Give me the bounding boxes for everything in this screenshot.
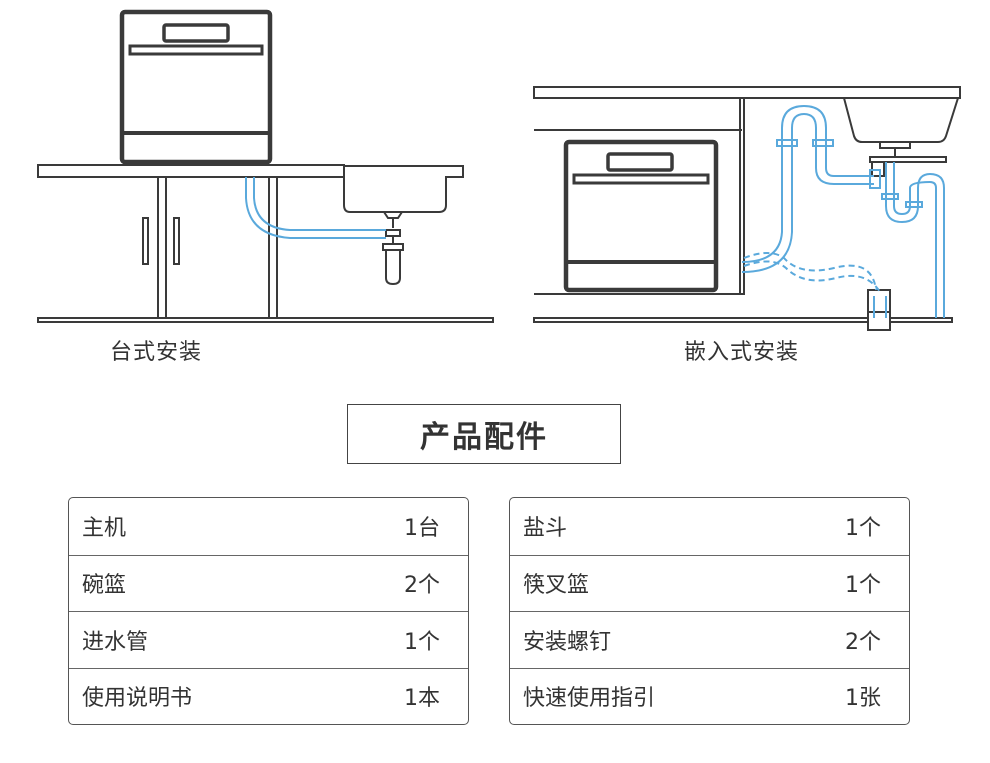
accessories-table-left: 主机 1台 碗篮 2个 进水管 1个 使用说明书 1本: [68, 497, 469, 725]
item-quantity: 2个: [845, 629, 881, 655]
item-quantity: 1张: [845, 686, 881, 712]
installation-diagram: [37, 9, 961, 331]
item-quantity: 1台: [404, 516, 440, 542]
item-name: 碗篮: [82, 573, 127, 599]
built-in-inlet-hose-dashed: [743, 252, 881, 293]
countertop-installation-caption: 台式安装: [110, 340, 203, 365]
item-name: 主机: [82, 516, 127, 542]
item-name: 使用说明书: [82, 686, 193, 712]
countertop-inlet-hose: [245, 177, 386, 239]
built-in-installation-caption: 嵌入式安装: [684, 340, 800, 365]
item-quantity: 1本: [404, 686, 440, 712]
item-name: 进水管: [82, 629, 149, 655]
table-row: 盐斗 1个: [510, 498, 909, 555]
table-row: 使用说明书 1本: [69, 667, 468, 725]
table-row: 碗篮 2个: [69, 554, 468, 612]
built-in-drain-hoses: [741, 104, 945, 318]
item-name: 盐斗: [523, 516, 568, 542]
table-row: 筷叉篮 1个: [510, 554, 909, 612]
table-row: 快速使用指引 1张: [510, 667, 909, 725]
item-quantity: 2个: [404, 573, 440, 599]
item-name: 筷叉篮: [523, 573, 590, 599]
item-quantity: 1个: [845, 516, 881, 542]
item-name: 安装螺钉: [523, 629, 612, 655]
table-row: 安装螺钉 2个: [510, 611, 909, 668]
accessories-table-right: 盐斗 1个 筷叉篮 1个 安装螺钉 2个 快速使用指引 1张: [509, 497, 910, 725]
table-row: 进水管 1个: [69, 611, 468, 668]
item-name: 快速使用指引: [523, 686, 656, 712]
section-title-accessories: 产品配件: [347, 404, 621, 464]
built-in-installation-illustration: [533, 86, 961, 331]
countertop-installation-illustration: [37, 9, 494, 323]
item-quantity: 1个: [404, 629, 440, 655]
table-row: 主机 1台: [69, 498, 468, 555]
item-quantity: 1个: [845, 573, 881, 599]
